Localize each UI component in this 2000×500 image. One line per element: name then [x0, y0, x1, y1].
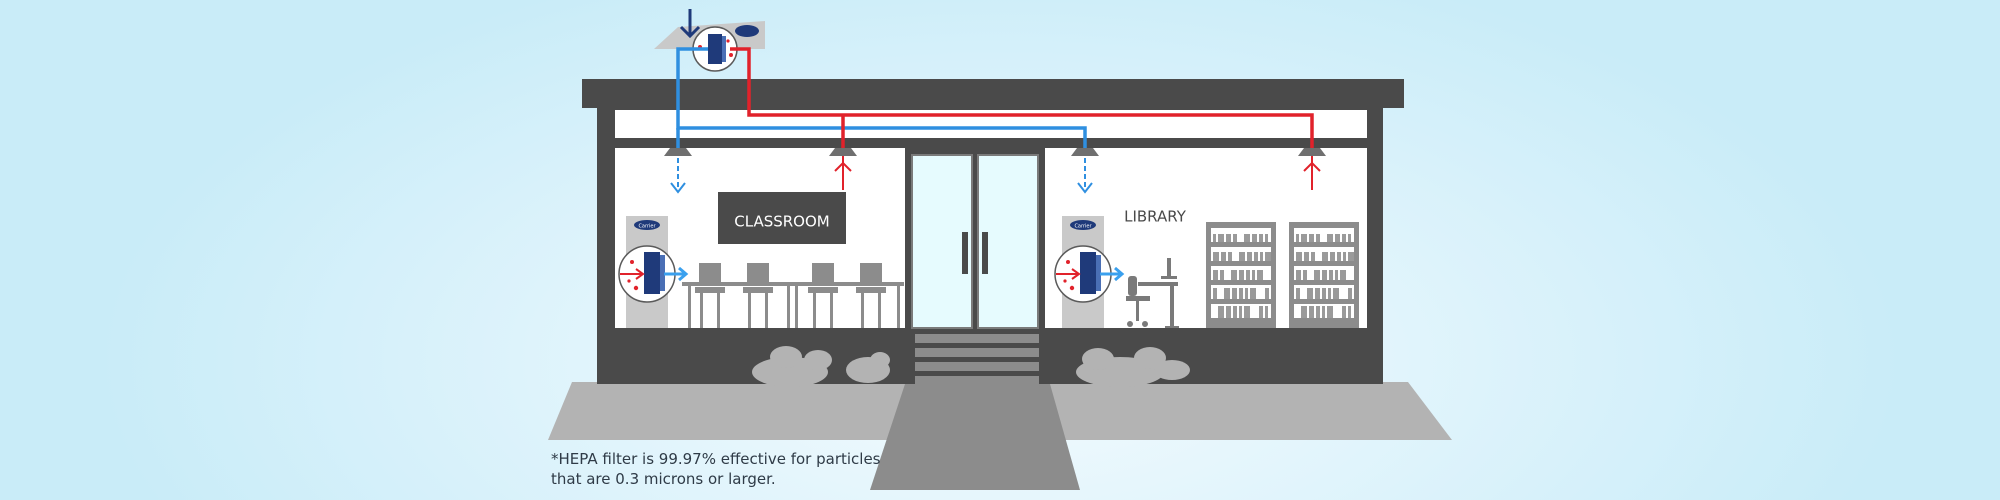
supply-arrow-icon	[670, 182, 686, 194]
unit-badge-classroom: Carrier	[638, 224, 656, 230]
chair-icon	[808, 263, 838, 328]
return-duct	[730, 47, 1314, 152]
chair-icon	[695, 263, 725, 328]
classroom-furniture	[682, 282, 904, 328]
chair-icon	[856, 263, 886, 328]
entrance-door[interactable]	[905, 148, 1045, 329]
entrance-steps	[915, 334, 1039, 385]
bush-icon	[752, 346, 890, 387]
bookshelf-group	[1206, 222, 1359, 328]
ceiling-vents	[664, 148, 1326, 156]
bush-icon	[1076, 347, 1190, 387]
classroom-sign	[718, 192, 846, 244]
bookshelf-icon	[1206, 222, 1276, 328]
return-arrow-icon	[834, 156, 852, 190]
intake-arrow-icon	[679, 9, 701, 39]
footnote-line-2: that are 0.3 microns or larger.	[551, 470, 776, 488]
chair-icon	[1126, 276, 1150, 327]
walkway	[870, 384, 1080, 490]
chair-icon	[743, 263, 773, 328]
return-arrow-icon	[1303, 156, 1321, 190]
classroom-label: CLASSROOM	[734, 213, 829, 231]
desk-icon	[1138, 258, 1179, 328]
roof	[582, 79, 1404, 108]
unit-badge-library: Carrier	[1074, 224, 1092, 230]
hepa-filter-icon	[618, 216, 689, 328]
hepa-footnote: *HEPA filter is 99.97% effective for par…	[551, 449, 931, 489]
library-label: LIBRARY	[1124, 208, 1187, 226]
door-handle-left	[962, 232, 968, 274]
footnote-line-1: *HEPA filter is 99.97% effective for par…	[551, 450, 881, 468]
bookshelf-icon	[1289, 222, 1359, 328]
door-handle-right	[982, 232, 988, 274]
supply-arrow-icon	[1077, 182, 1093, 194]
supply-duct	[676, 47, 1087, 150]
hepa-filter-icon	[1054, 216, 1125, 328]
